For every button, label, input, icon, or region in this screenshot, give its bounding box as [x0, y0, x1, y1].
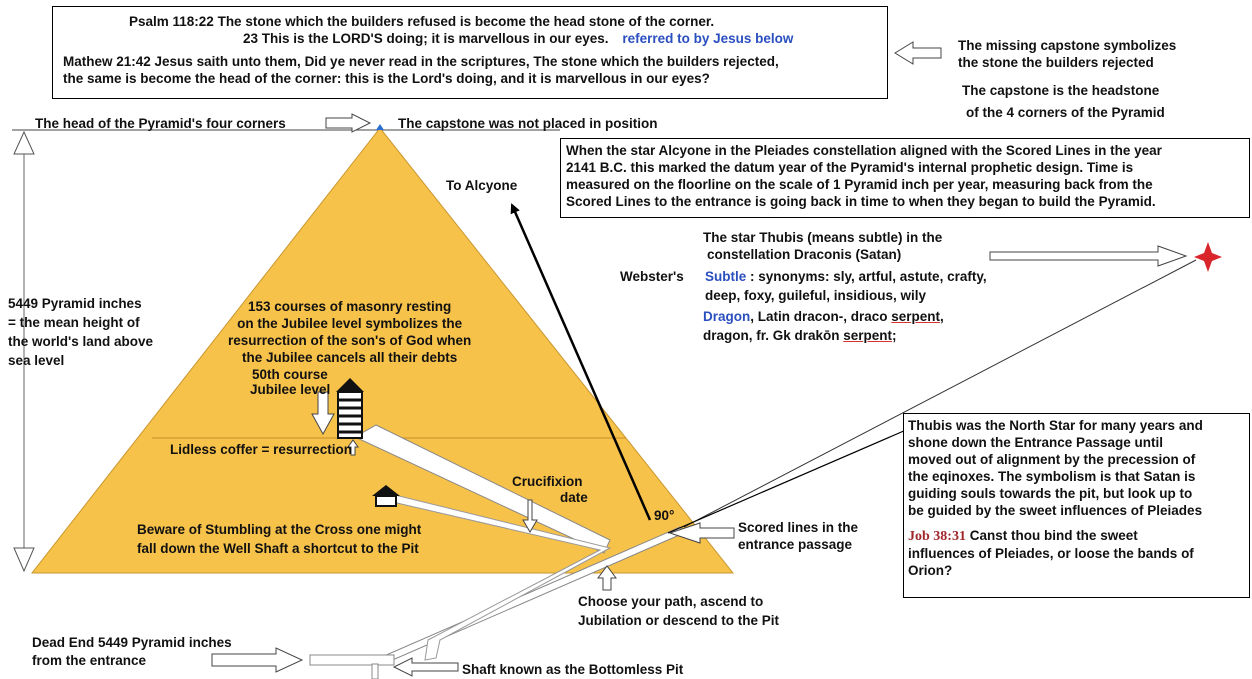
- subtle-word: Subtle: [705, 269, 747, 284]
- psalm-line-4: the same is become the head of the corne…: [63, 71, 710, 86]
- psalm-line-2-text: 23 This is the LORD'S doing; it is marve…: [243, 31, 609, 46]
- websters-subtle-1: Subtle : synonyms: sly, artful, astute, …: [705, 268, 987, 285]
- head-label-arrow: [325, 113, 372, 133]
- thubis-box-pointer: [667, 429, 907, 534]
- crucifixion-arrow-down: [522, 499, 538, 533]
- alcyone-box: When the star Alcyone in the Pleiades co…: [560, 138, 1250, 218]
- thubis-star-icon: [1194, 242, 1222, 272]
- crucifixion-2: date: [560, 490, 588, 505]
- websters-label: Webster's: [620, 269, 684, 284]
- capstone-note-2: the stone the builders rejected: [958, 55, 1154, 70]
- alcyone-line-3: measured on the floorline on the scale o…: [566, 177, 1153, 192]
- masonry-note-1: 153 courses of masonry resting: [247, 299, 452, 314]
- well-shaft: [379, 492, 612, 661]
- psalm-box: Psalm 118:22 The stone which the builder…: [52, 6, 888, 99]
- alcyone-line-4: Scored Lines to the entrance is going ba…: [566, 194, 1156, 209]
- beware-note-2: fall down the Well Shaft a shortcut to t…: [137, 541, 419, 556]
- scored-lines-2: entrance passage: [738, 537, 853, 552]
- pit-chamber: [309, 654, 395, 666]
- height-note-3: the world's land above: [8, 334, 153, 349]
- beware-note-1: Beware of Stumbling at the Cross one mig…: [137, 522, 422, 537]
- dragon-def-2a: dragon, fr. Gk drakōn: [703, 328, 844, 343]
- alcyone-line-1: When the star Alcyone in the Pleiades co…: [566, 143, 1162, 158]
- job-line-1: Job 38:31 Canst thou bind the sweet: [908, 527, 1245, 545]
- masonry-note-2: on the Jubilee level symbolizes the: [237, 316, 463, 331]
- jubilee-note-1: 50th course: [252, 367, 328, 382]
- choose-path-2: Jubilation or descend to the Pit: [578, 613, 780, 628]
- scored-lines-1: Scored lines in the: [738, 520, 859, 535]
- thubis-box-4: the eqinoxes. The symbolism is that Sata…: [908, 469, 1196, 484]
- websters-dragon-2: dragon, fr. Gk drakōn serpent;: [703, 327, 897, 344]
- dead-end-2: from the entrance: [32, 653, 147, 668]
- coffer-label: Lidless coffer = resurrection: [170, 442, 352, 457]
- jubilee-note-2: Jubilee level: [250, 382, 331, 397]
- job-ref: Job 38:31: [908, 529, 966, 544]
- crucifixion-1: Crucifixion: [512, 474, 583, 489]
- height-note-2: = the mean height of: [8, 315, 140, 330]
- referred-note: referred to by Jesus below: [622, 31, 794, 46]
- to-alcyone-label: To Alcyone: [446, 178, 518, 193]
- masonry-note: 153 courses of masonry resting on the Ju…: [228, 298, 471, 366]
- thubis-box-2: shone down the Entrance Passage until: [908, 435, 1164, 450]
- dragon-def-2b: serpent;: [843, 328, 897, 343]
- dead-end-arrow: [211, 647, 304, 673]
- head-label: The head of the Pyramid's four corners: [35, 116, 286, 131]
- dead-end-1: Dead End 5449 Pyramid inches: [32, 635, 232, 650]
- shaft-label-arrow: [392, 657, 459, 677]
- websters-dragon-1: Dragon, Latin dracon-, draco serpent,: [703, 308, 944, 325]
- capstone-notes-arrow: [894, 41, 942, 65]
- grand-gallery: [353, 424, 611, 554]
- dragon-word: Dragon: [703, 309, 751, 324]
- height-arrow-top: [13, 130, 35, 155]
- websters-subtle-2: deep, foxy, guileful, insidious, wily: [705, 288, 927, 303]
- alcyone-line: [510, 203, 652, 521]
- scored-lines-arrow: [668, 522, 735, 544]
- job-text-1: Canst thou bind the sweet: [965, 528, 1138, 543]
- capstone-note-1: The missing capstone symbolizes: [958, 38, 1177, 53]
- thubis-box-1: Thubis was the North Star for many years…: [908, 418, 1203, 433]
- height-note: 5449 Pyramid inches = the mean height of…: [8, 294, 153, 370]
- thubis-box-5: guiding souls towards the pit, but look …: [908, 486, 1193, 501]
- capstone-note-3: The capstone is the headstone: [962, 83, 1160, 98]
- height-arrow-bottom: [13, 547, 35, 573]
- beware-note: Beware of Stumbling at the Cross one mig…: [137, 520, 421, 558]
- pit-shaft: [371, 663, 379, 679]
- height-note-4: sea level: [8, 353, 65, 368]
- coffer-arrow-up: [347, 439, 359, 456]
- thubis-star-arrow: [989, 245, 1188, 267]
- job-line-2: influences of Pleiades, or loose the ban…: [908, 546, 1194, 561]
- thubis-box-6: be guided by the sweet influences of Ple…: [908, 503, 1203, 518]
- thubis-box: Thubis was the North Star for many years…: [903, 413, 1250, 598]
- thubis-line: [683, 259, 1197, 528]
- masonry-note-4: the Jubilee cancels all their debts: [241, 350, 458, 365]
- capstone-note-4: of the 4 corners of the Pyramid: [966, 105, 1165, 120]
- angle-label: 90°: [654, 508, 675, 523]
- psalm-line-3: Mathew 21:42 Jesus saith unto them, Did …: [63, 54, 779, 69]
- psalm-line-2: 23 This is the LORD'S doing; it is marve…: [63, 30, 879, 47]
- kings-chamber-stack: [336, 378, 364, 439]
- capstone-missing: [376, 124, 384, 130]
- dragon-def-1a: , Latin dracon-, draco: [750, 309, 892, 324]
- dragon-def-1b: serpent,: [891, 309, 944, 324]
- thubis-box-3: moved out of alignment by the precession…: [908, 452, 1196, 467]
- choose-path-arrow: [597, 565, 617, 591]
- thubis-title-1: The star Thubis (means subtle) in the: [703, 230, 943, 245]
- choose-path-1: Choose your path, ascend to: [578, 594, 764, 609]
- height-note-1: 5449 Pyramid inches: [8, 296, 142, 311]
- capstone-label: The capstone was not placed in position: [398, 116, 658, 131]
- thubis-title-2: constellation Draconis (Satan): [707, 247, 902, 262]
- psalm-line-1: Psalm 118:22 The stone which the builder…: [129, 14, 715, 29]
- shaft-label: Shaft known as the Bottomless Pit: [462, 662, 684, 677]
- subtle-def-1: : synonyms: sly, artful, astute, crafty,: [746, 269, 987, 284]
- pyramid-body: [30, 127, 735, 574]
- job-line-3: Orion?: [908, 563, 953, 578]
- queens-chamber: [372, 485, 400, 507]
- choose-path: Choose your path, ascend to Jubilation o…: [578, 592, 779, 630]
- alcyone-line-2: 2141 B.C. this marked the datum year of …: [566, 160, 1134, 175]
- jubilee-arrow-down: [311, 391, 335, 436]
- masonry-note-3: resurrection of the son's of God when: [228, 333, 472, 348]
